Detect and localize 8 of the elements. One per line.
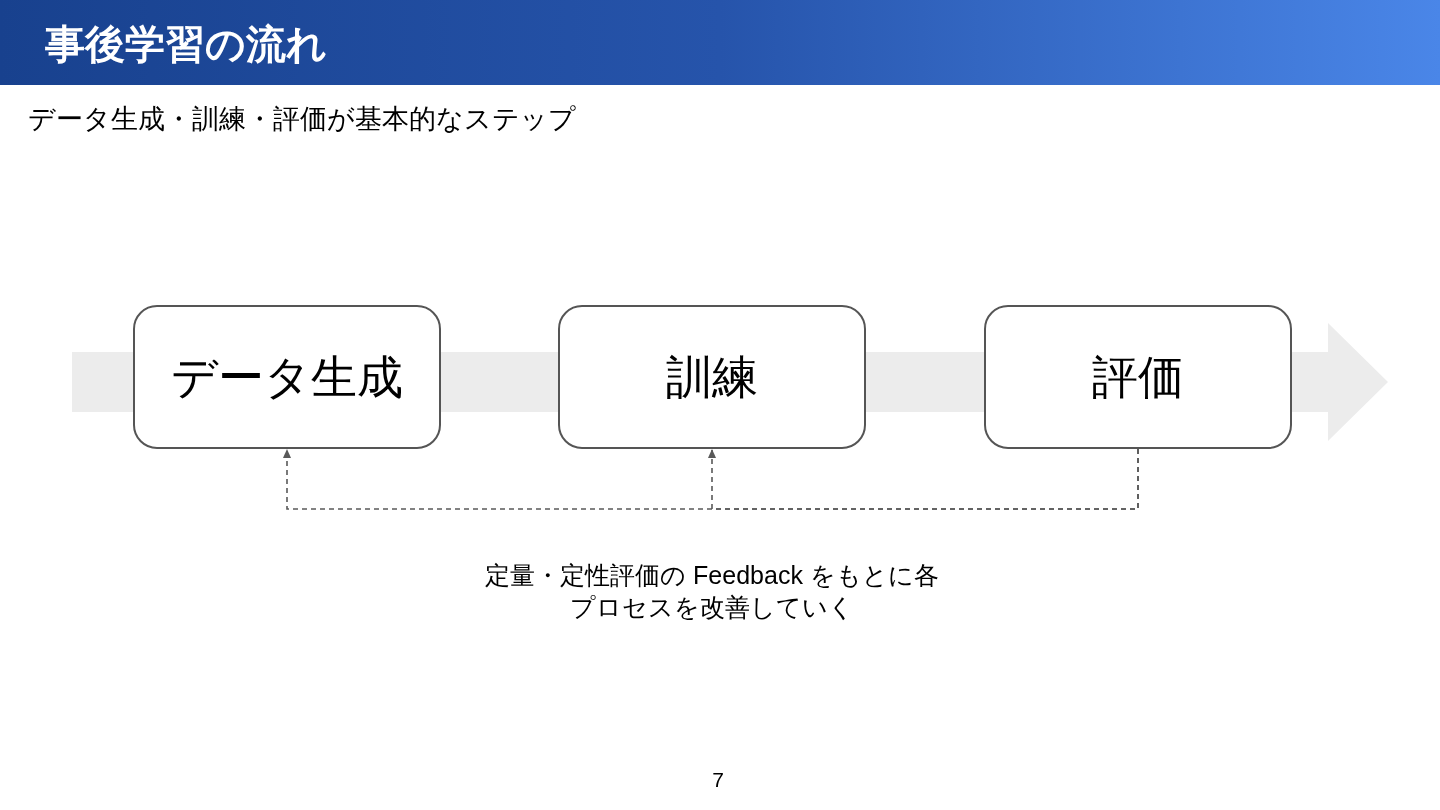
title: 事後学習の流れ (45, 21, 327, 68)
process-box: 評価 (984, 305, 1292, 449)
subtitle: データ生成・訓練・評価が基本的なステップ (28, 103, 576, 136)
process-box: 訓練 (558, 305, 866, 449)
feedback-arrow (708, 448, 1139, 510)
note-text: 定量・定性評価の Feedback をもとに各プロセスを改善していく (484, 560, 940, 623)
process-box: データ生成 (133, 305, 441, 449)
page-number: 7 (711, 768, 725, 792)
